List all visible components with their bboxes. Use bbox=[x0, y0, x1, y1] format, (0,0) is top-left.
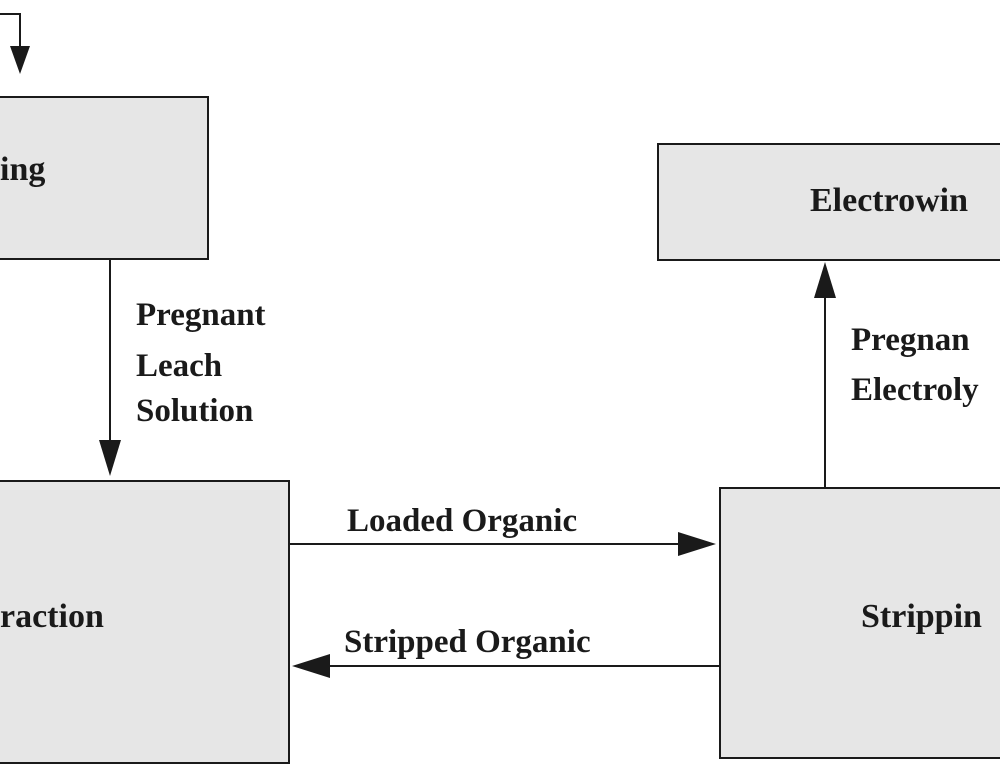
extraction-label: raction bbox=[0, 598, 104, 635]
leaching-label: ing bbox=[0, 151, 45, 188]
feed-arrow bbox=[0, 13, 30, 74]
loaded-organic-arrow bbox=[289, 532, 716, 556]
extraction-box: raction bbox=[0, 480, 290, 764]
pls-label: Pregnant Leach Solution bbox=[136, 297, 266, 429]
electrowinning-label: Electrowin bbox=[810, 182, 968, 219]
pls-label-line-3: Solution bbox=[136, 393, 253, 429]
stripped-organic-arrow bbox=[292, 654, 726, 678]
pregnant-electrolyte-label: Pregnan Electroly bbox=[851, 322, 979, 408]
pregnant-electrolyte-line-1: Pregnan bbox=[851, 322, 970, 358]
pls-label-line-1: Pregnant bbox=[136, 297, 266, 333]
pls-arrow bbox=[99, 259, 121, 476]
electrowinning-box: Electrowin bbox=[657, 143, 1000, 261]
stripping-label: Strippin bbox=[861, 598, 982, 635]
leaching-box: ing bbox=[0, 96, 209, 260]
stripped-organic-label: Stripped Organic bbox=[344, 624, 591, 660]
stripping-box: Strippin bbox=[719, 487, 1000, 759]
pregnant-electrolyte-line-2: Electroly bbox=[851, 372, 979, 408]
pregnant-electrolyte-arrow bbox=[814, 262, 836, 488]
loaded-organic-label: Loaded Organic bbox=[347, 503, 577, 539]
pls-label-line-2: Leach bbox=[136, 348, 222, 384]
